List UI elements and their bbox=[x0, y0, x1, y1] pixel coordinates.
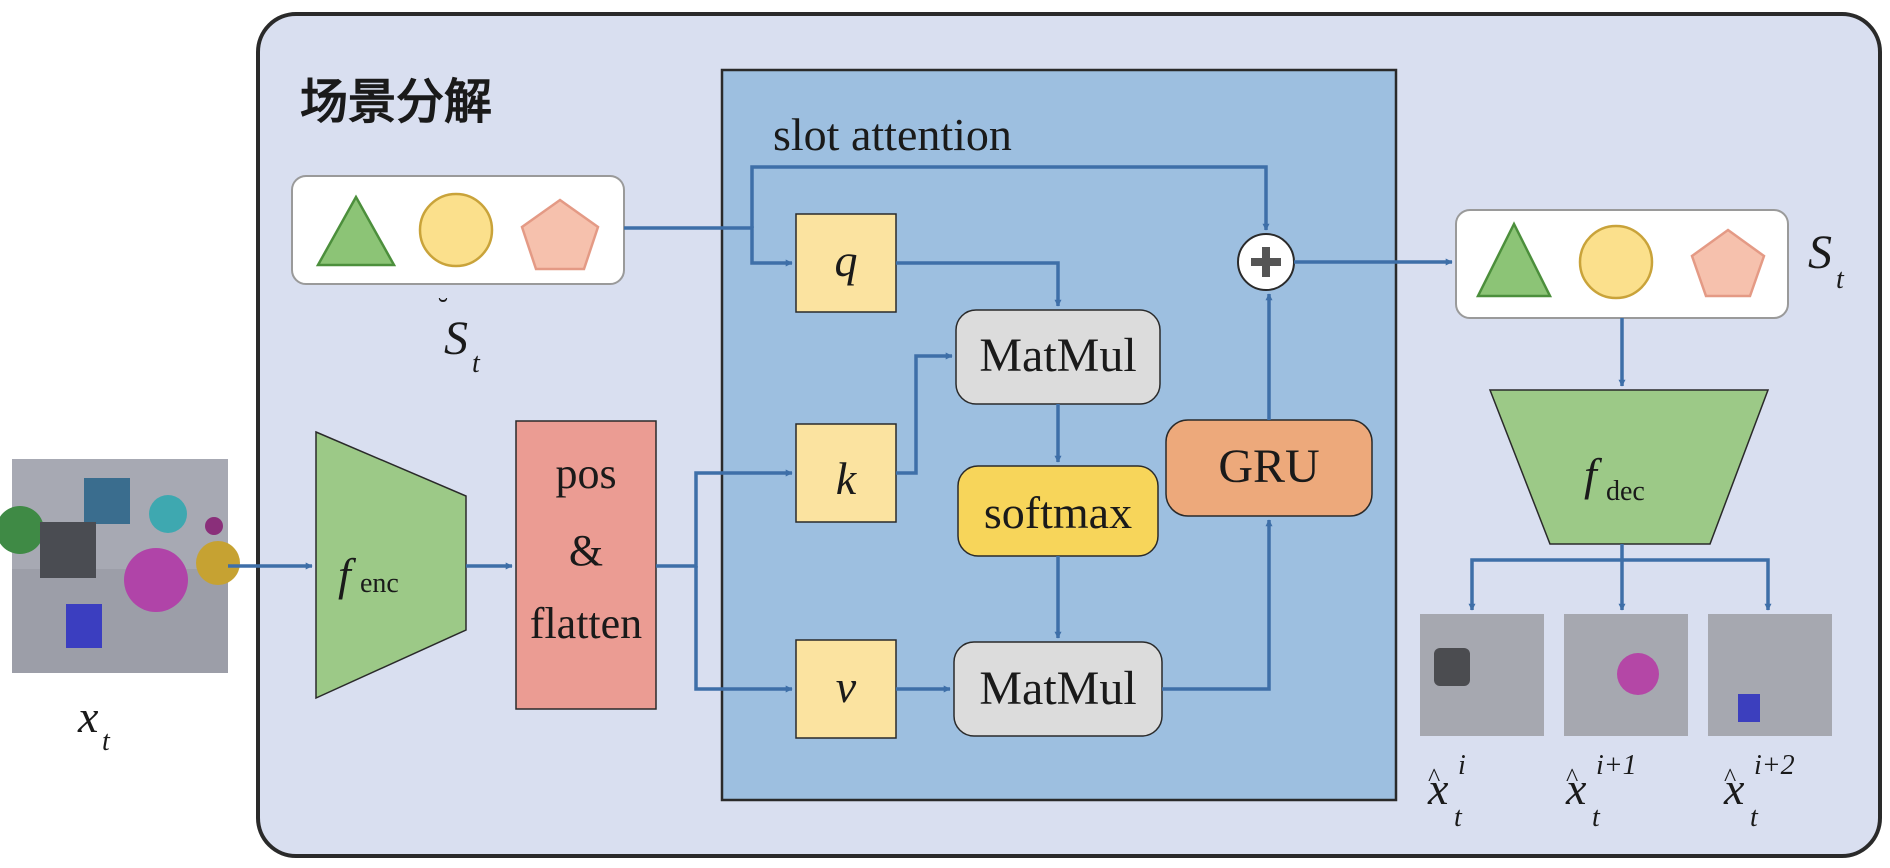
arrow-slots-to-q bbox=[624, 226, 793, 267]
q-box bbox=[795, 213, 897, 313]
recon-label-1: ^ x t i+1 bbox=[1565, 750, 1637, 833]
triangle-slot-icon bbox=[315, 194, 397, 267]
slots-in-label: S bbox=[444, 312, 468, 365]
svg-text:i+2: i+2 bbox=[1754, 750, 1795, 781]
arrow-k-to-matmul bbox=[896, 352, 953, 475]
arrow-decoder-split bbox=[1468, 544, 1624, 611]
softmax-label: softmax bbox=[984, 487, 1132, 538]
section-title: 场景分解 bbox=[300, 74, 492, 130]
ampersand-label: & bbox=[569, 526, 603, 575]
arrow-matmul-to-gru bbox=[1162, 519, 1273, 691]
connectors bbox=[228, 165, 1772, 693]
slots-in-breve: ˘ bbox=[438, 292, 448, 325]
svg-text:^: ^ bbox=[1566, 763, 1578, 792]
q-label: q bbox=[835, 235, 858, 286]
input-label-sub: t bbox=[102, 726, 111, 757]
input-scene-image bbox=[0, 459, 240, 673]
v-box bbox=[795, 639, 897, 739]
arrow-pos-to-v bbox=[694, 566, 793, 693]
gru-label: GRU bbox=[1218, 440, 1319, 493]
arrow-decoder-right bbox=[1622, 558, 1772, 611]
encoder-trapezoid bbox=[315, 430, 467, 700]
reconstruction-image bbox=[1564, 614, 1688, 736]
arrow-q-to-matmul bbox=[896, 261, 1062, 307]
svg-text:i: i bbox=[1458, 750, 1466, 781]
arrow-pos-to-k bbox=[656, 469, 793, 568]
svg-text:x: x bbox=[1723, 763, 1745, 814]
slots-out-label: S bbox=[1808, 226, 1832, 279]
matmul-top-label: MatMul bbox=[979, 329, 1136, 382]
input-label-x: x bbox=[77, 691, 99, 742]
svg-text:^: ^ bbox=[1428, 763, 1440, 792]
svg-text:i+1: i+1 bbox=[1596, 750, 1637, 781]
k-box bbox=[795, 423, 897, 523]
svg-text:x: x bbox=[1565, 763, 1587, 814]
arrow-slots-to-plus bbox=[750, 165, 1270, 231]
recon-label-2: ^ x t i+2 bbox=[1723, 750, 1795, 833]
recon-label-0: ^ x t i bbox=[1427, 750, 1466, 833]
svg-text:x: x bbox=[1427, 763, 1449, 814]
svg-text:t: t bbox=[1454, 802, 1463, 833]
circle-slot-icon bbox=[418, 192, 494, 268]
flatten-label: flatten bbox=[530, 599, 642, 648]
slots-out-sub: t bbox=[1836, 264, 1845, 295]
matmul-bottom-label: MatMul bbox=[979, 662, 1136, 715]
reconstruction-image bbox=[1708, 614, 1832, 736]
decoder-sub: dec bbox=[1606, 476, 1645, 507]
plus-node bbox=[1237, 233, 1295, 291]
k-label: k bbox=[836, 453, 858, 504]
circle-slot-icon bbox=[1578, 224, 1654, 300]
slot-attention-label: slot attention bbox=[773, 109, 1012, 160]
v-label: v bbox=[836, 661, 857, 712]
pos-label: pos bbox=[555, 449, 616, 498]
svg-text:^: ^ bbox=[1724, 763, 1736, 792]
reconstruction-image bbox=[1420, 614, 1544, 736]
svg-text:t: t bbox=[1750, 802, 1759, 833]
encoder-sub: enc bbox=[360, 568, 399, 599]
triangle-slot-icon bbox=[1475, 221, 1553, 298]
pentagon-slot-icon bbox=[520, 198, 600, 271]
slots-in-sub: t bbox=[472, 348, 481, 379]
decoder-trapezoid bbox=[1488, 389, 1770, 545]
pentagon-slot-icon bbox=[1690, 228, 1766, 298]
svg-text:t: t bbox=[1592, 802, 1601, 833]
